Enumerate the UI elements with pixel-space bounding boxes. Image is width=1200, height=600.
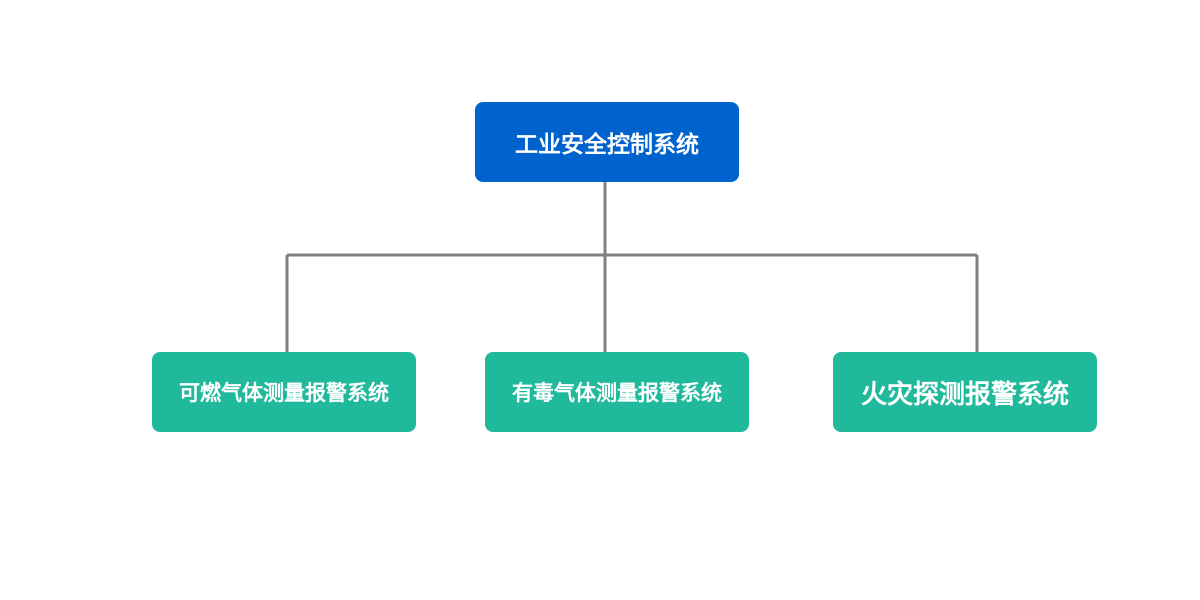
child-node-label: 火灾探测报警系统: [860, 379, 1069, 410]
child-node-fire-detection: 火灾探测报警系统: [833, 352, 1097, 432]
root-node: 工业安全控制系统: [475, 102, 739, 182]
child-node-toxic-gas: 有毒气体测量报警系统: [485, 352, 749, 432]
root-node-label: 工业安全控制系统: [515, 132, 699, 158]
child-node-label: 可燃气体测量报警系统: [179, 381, 389, 405]
child-node-combustible-gas: 可燃气体测量报警系统: [152, 352, 416, 432]
child-node-label: 有毒气体测量报警系统: [512, 381, 722, 405]
